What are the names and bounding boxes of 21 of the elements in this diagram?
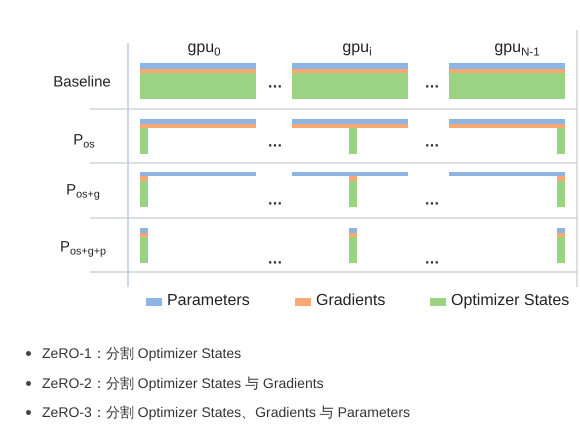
row-label: P$_{os}$ <box>73 131 95 149</box>
ellipsis: … <box>424 250 440 268</box>
column-header: gpu$_{i}$ <box>342 38 372 58</box>
list-item: ZeRO-1：分割 Optimizer States <box>42 344 242 362</box>
ellipsis: … <box>424 191 440 209</box>
column-header: gpu$_{N-1}$ <box>494 38 540 58</box>
list-item: ZeRO-2：分割 Optimizer States 与 Gradients <box>42 374 324 392</box>
legend-label: Parameters <box>167 292 250 310</box>
ellipsis: … <box>268 250 282 268</box>
column-header: gpu$_{0}$ <box>187 38 221 58</box>
ellipsis: … <box>268 133 282 151</box>
ellipsis: … <box>424 133 440 151</box>
ellipsis: … <box>268 74 282 92</box>
legend-label: Gradients <box>316 292 386 310</box>
row-label: P$_{os+g}$ <box>66 181 100 199</box>
row-label: Baseline <box>53 73 111 91</box>
ellipsis: … <box>268 191 282 209</box>
legend-label: Optimizer States <box>451 292 570 310</box>
row-label: P$_{os+g+p}$ <box>60 238 106 256</box>
ellipsis: … <box>424 74 440 92</box>
list-item: ZeRO-3：分割 Optimizer States、Gradients 与 Parameters <box>42 404 410 420</box>
